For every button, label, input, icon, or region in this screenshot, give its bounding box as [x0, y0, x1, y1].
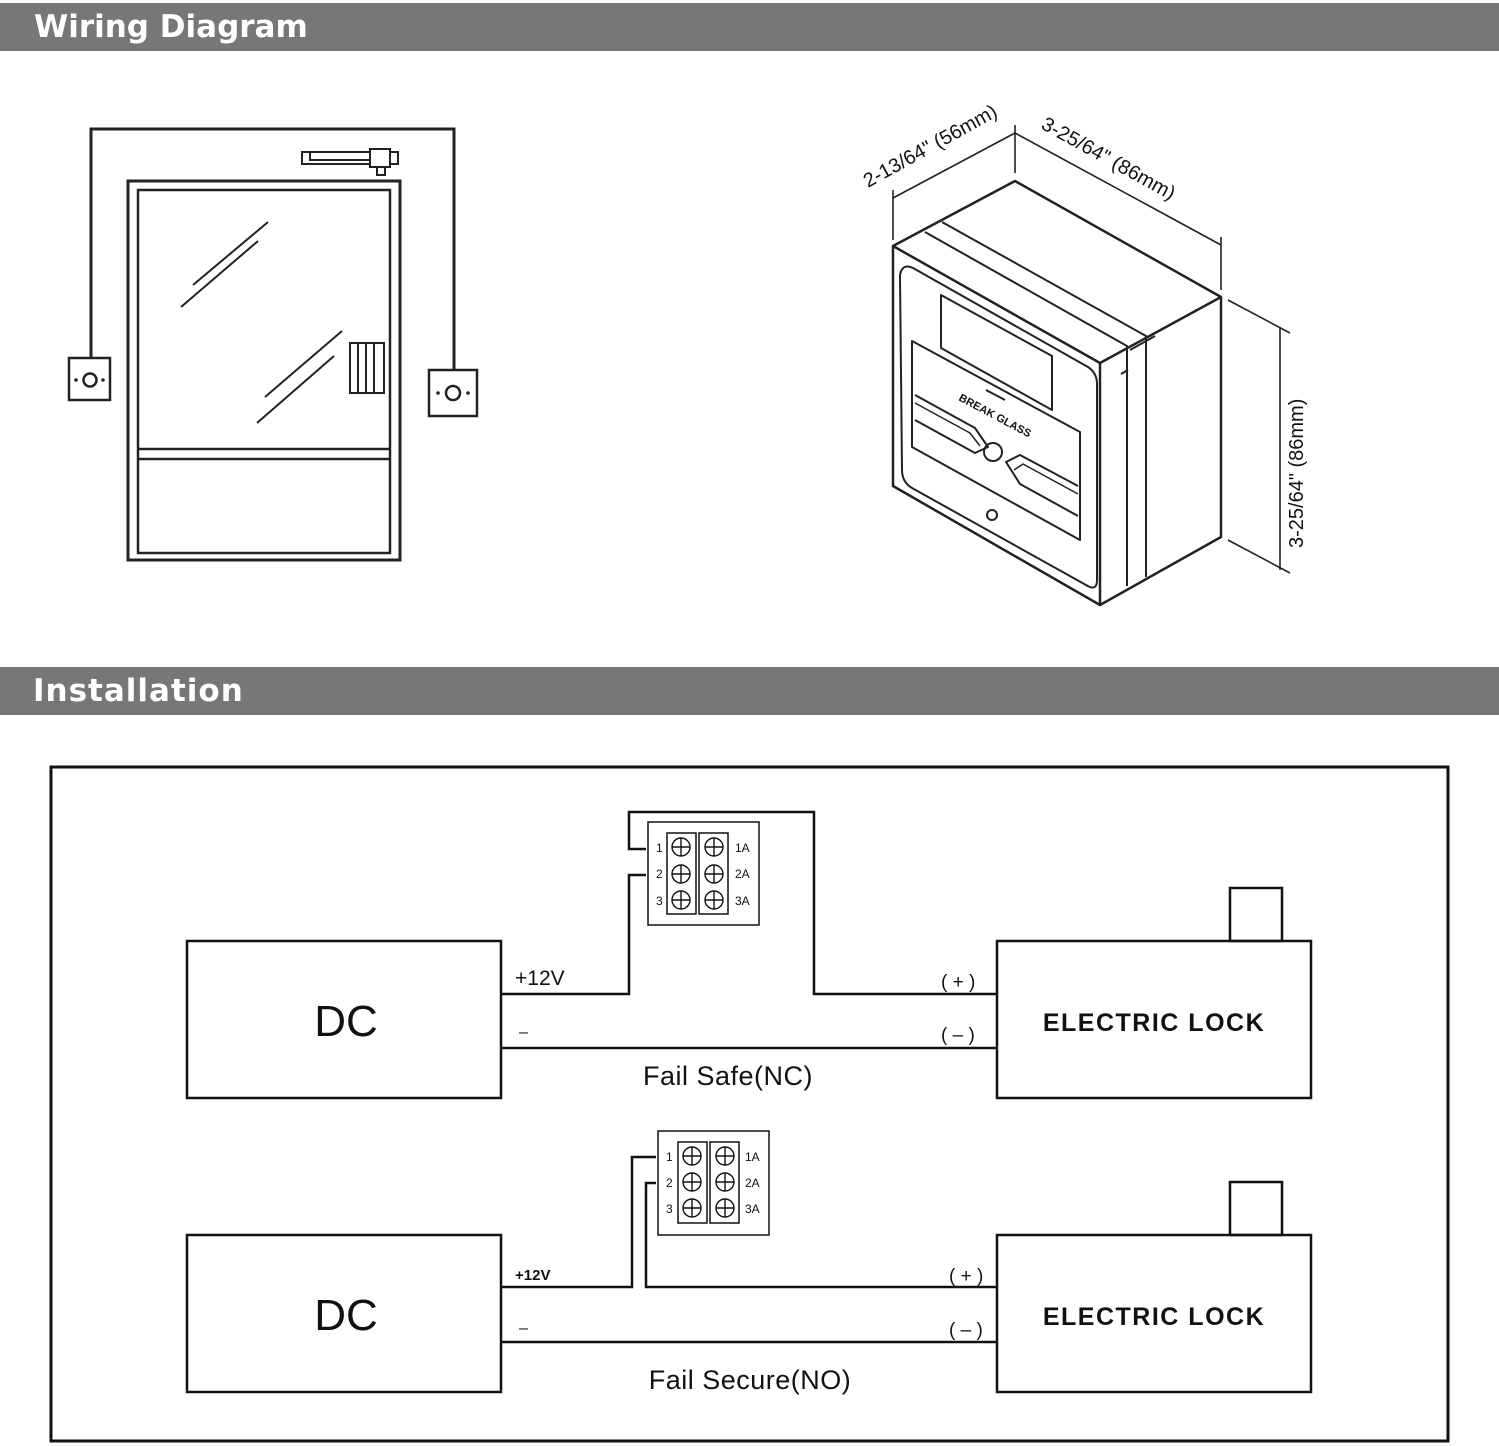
fail-secure-caption: Fail Secure(NO) [649, 1365, 852, 1395]
device-glass-panel [911, 340, 1081, 541]
fs-terminal-2a: 2A [735, 867, 750, 881]
fs-terminal-1a: 1A [735, 841, 750, 855]
device-key-hole [986, 509, 998, 521]
door-frame [126, 179, 402, 562]
installation-header: Installation [0, 667, 1499, 715]
exit-button-right [427, 368, 479, 418]
fsec-terminal-1: 1 [666, 1150, 673, 1164]
fail-safe-terminal-block: 1 2 3 1A 2A 3A [647, 821, 760, 926]
device-body [891, 179, 1223, 607]
installation-frame [49, 765, 1450, 1443]
fail-safe-lock-bolt [1228, 886, 1284, 943]
fail-secure-lock-box [995, 1233, 1313, 1394]
dimension-lines [892, 125, 1291, 574]
door-inner-frame [136, 188, 392, 555]
device-window [940, 294, 1053, 411]
device-reset-button [983, 442, 1003, 462]
fsec-terminal-1a: 1A [745, 1150, 760, 1164]
fail-safe-dc-box [185, 939, 503, 1100]
top-lock [301, 148, 399, 176]
fsec-terminal-3a: 3A [745, 1202, 760, 1216]
dimension-width: 3-25/64" (86mm) [1038, 113, 1179, 205]
fail-secure-terminal-block: 1 2 3 1A 2A 3A [657, 1130, 770, 1236]
fail-secure-lock-minus: ( – ) [949, 1320, 983, 1341]
door-handle [349, 342, 385, 394]
fail-safe-lock-plus: ( + ) [941, 972, 975, 993]
fail-safe-lock-minus: ( – ) [941, 1025, 975, 1046]
fail-safe-dc-label: DC [314, 997, 378, 1046]
fail-safe-minus-label: – [519, 1024, 528, 1041]
fail-safe-caption: Fail Safe(NC) [643, 1061, 813, 1091]
fsec-terminal-3: 3 [666, 1202, 673, 1216]
fsec-terminal-2: 2 [666, 1176, 673, 1190]
fail-safe-plus-label: +12V [515, 967, 565, 990]
fs-terminal-3a: 3A [735, 894, 750, 908]
fail-safe-lock-box [995, 939, 1313, 1100]
fail-secure-minus-label: – [519, 1320, 528, 1337]
fail-secure-lock-plus: ( + ) [949, 1266, 983, 1287]
fs-terminal-2: 2 [656, 867, 663, 881]
wiring-diagram-title: Wiring Diagram [34, 9, 308, 45]
fail-secure-circuit: DC +12V – ELECTRIC LOCK ( + ) ( – ) [185, 1130, 1313, 1395]
fail-secure-lock-wire [644, 1181, 997, 1289]
fail-secure-lock-label: ELECTRIC LOCK [1043, 1303, 1265, 1331]
fail-secure-lock-bolt [1228, 1180, 1284, 1237]
fs-terminal-3: 3 [656, 894, 663, 908]
fail-safe-lock-label: ELECTRIC LOCK [1043, 1009, 1265, 1037]
fail-safe-plus-wire [501, 873, 646, 996]
fs-terminal-1: 1 [656, 841, 663, 855]
fail-secure-dc-label: DC [314, 1291, 378, 1340]
break-glass-device-drawing: BREAK GLASS 2-13/64" (56mm) 3-25/64" (86… [860, 101, 1308, 607]
fail-secure-dc-box [185, 1233, 503, 1394]
door-wire [89, 127, 456, 370]
dimension-height: 3-25/64" (86mm) [1286, 399, 1308, 548]
installation-title: Installation [33, 673, 244, 709]
exit-button-left [67, 356, 112, 402]
fail-secure-plus-label: +12V [515, 1267, 550, 1284]
door-wiring-diagram [67, 127, 479, 562]
fail-secure-plus-wire [501, 1155, 656, 1289]
wiring-diagram-header: Wiring Diagram [0, 3, 1499, 51]
fail-safe-loop-wire [627, 810, 997, 996]
fail-safe-circuit: DC +12V – ELECTRIC LOCK ( + ) ( – ) [185, 810, 1313, 1100]
fsec-terminal-2a: 2A [745, 1176, 760, 1190]
